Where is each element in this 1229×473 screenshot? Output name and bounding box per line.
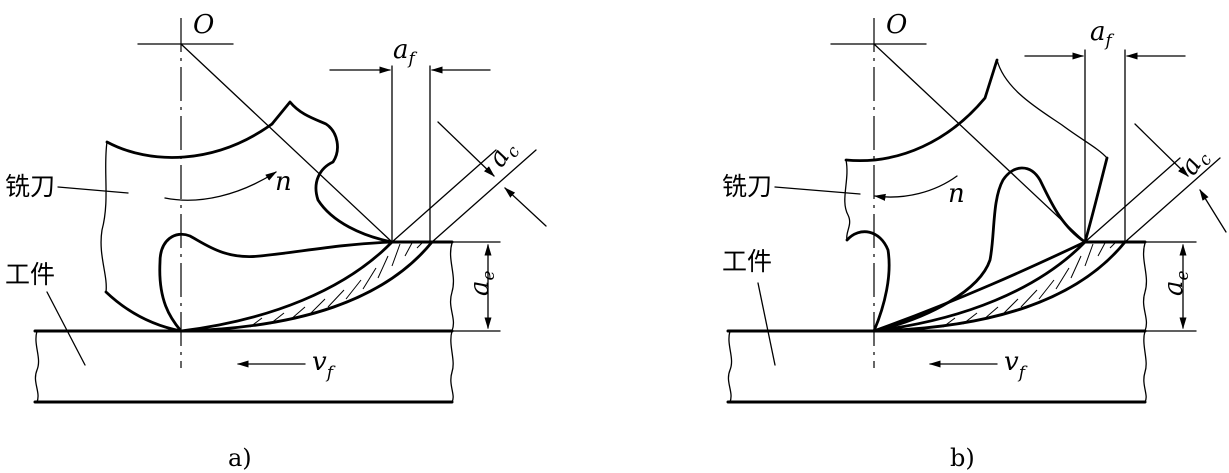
center-label-b: O [886, 10, 907, 40]
cutter-leader-a [57, 186, 129, 194]
cutter-leader-b [774, 186, 861, 195]
feed-per-tooth-dim-a [329, 65, 491, 243]
cutter-label-a: 铣刀 [5, 172, 55, 201]
workpiece-leader-b [757, 282, 776, 366]
chip-thickness-dim-a [391, 121, 547, 243]
chip-thickness-dim-b [1084, 123, 1227, 243]
feed-velocity-b: vf [1004, 347, 1028, 383]
rotation-label-b: n [948, 179, 965, 209]
workpiece-a [33, 242, 455, 404]
panel-b: O n [722, 10, 1227, 472]
workpiece-label-b: 工件 [722, 247, 772, 276]
cut-depth-dim-b [1144, 241, 1197, 332]
workpiece-leader-a [46, 291, 86, 366]
feed-per-tooth-dim-b [1024, 49, 1186, 243]
milling-cutter-b [844, 58, 1109, 333]
cut-depth-label-a: ae [465, 270, 499, 296]
radius-line-b [873, 43, 1086, 243]
feed-per-tooth-label-a: af [393, 35, 418, 69]
milling-cutter-a [100, 100, 394, 333]
workpiece-b [726, 242, 1148, 404]
cut-depth-label-b: ae [1159, 270, 1193, 296]
cut-depth-dim-a [451, 241, 501, 332]
chip-a [179, 240, 434, 333]
rotation-arrow-b [873, 175, 958, 201]
chip-thickness-label-a: ac [482, 135, 524, 175]
caption-a: a) [228, 444, 252, 472]
cutter-label-b: 铣刀 [722, 172, 772, 201]
feed-velocity-a: vf [312, 347, 336, 383]
radius-line-a [180, 43, 393, 243]
panel-a: O n 铣刀 [5, 10, 547, 472]
caption-b: b) [950, 444, 975, 472]
workpiece-label-a: 工件 [5, 260, 55, 289]
chip-thickness-label-b: ac [1174, 143, 1216, 183]
rotation-label-a: n [275, 167, 292, 197]
center-label-a: O [193, 10, 214, 40]
rotation-arrow-a [164, 171, 277, 201]
feed-per-tooth-label-b: af [1090, 17, 1115, 51]
